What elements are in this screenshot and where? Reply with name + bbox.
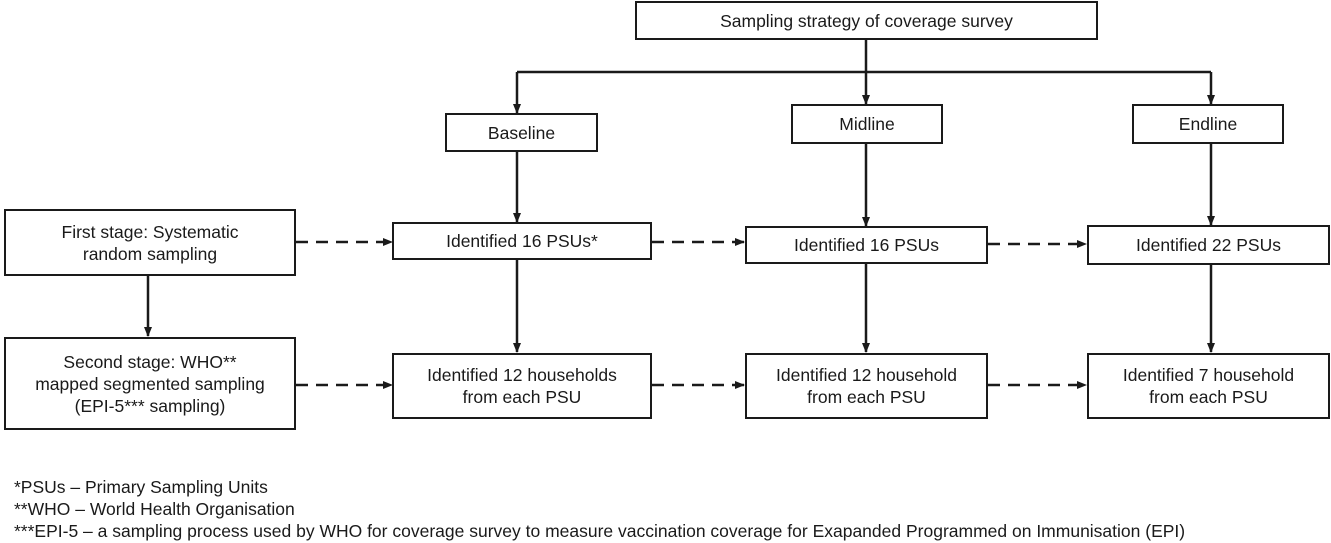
households-endline-box: Identified 7 household from each PSU bbox=[1087, 353, 1330, 419]
psu-endline-box: Identified 22 PSUs bbox=[1087, 225, 1330, 265]
phase-midline-box: Midline bbox=[791, 104, 943, 144]
second-stage-box: Second stage: WHO** mapped segmented sam… bbox=[4, 337, 296, 430]
households-midline-box: Identified 12 household from each PSU bbox=[745, 353, 988, 419]
footnote-epi5: ***EPI-5 – a sampling process used by WH… bbox=[14, 521, 1186, 541]
psu-baseline-box: Identified 16 PSUs* bbox=[392, 222, 652, 260]
phase-endline-box: Endline bbox=[1132, 104, 1284, 144]
phase-baseline-box: Baseline bbox=[445, 113, 598, 152]
footnote-who: **WHO – World Health Organisation bbox=[14, 499, 295, 519]
root-box: Sampling strategy of coverage survey bbox=[635, 1, 1098, 40]
households-baseline-box: Identified 12 households from each PSU bbox=[392, 353, 652, 419]
first-stage-box: First stage: Systematic random sampling bbox=[4, 209, 296, 276]
footnote-psu: *PSUs – Primary Sampling Units bbox=[14, 477, 268, 497]
psu-midline-box: Identified 16 PSUs bbox=[745, 226, 988, 264]
